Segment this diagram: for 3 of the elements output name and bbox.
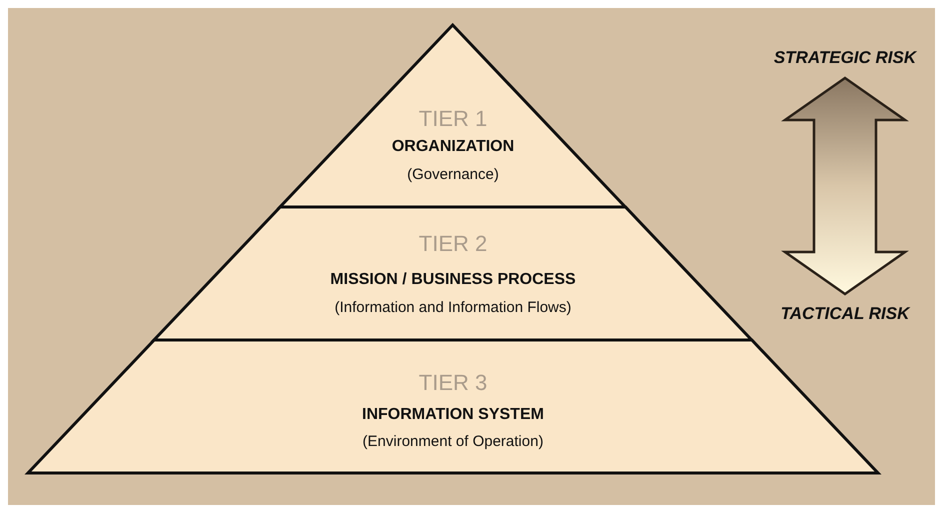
risk-label: TACTICAL RISK (755, 302, 935, 326)
double-arrow (781, 76, 909, 296)
risk-label: STRATEGIC RISK (755, 46, 935, 70)
